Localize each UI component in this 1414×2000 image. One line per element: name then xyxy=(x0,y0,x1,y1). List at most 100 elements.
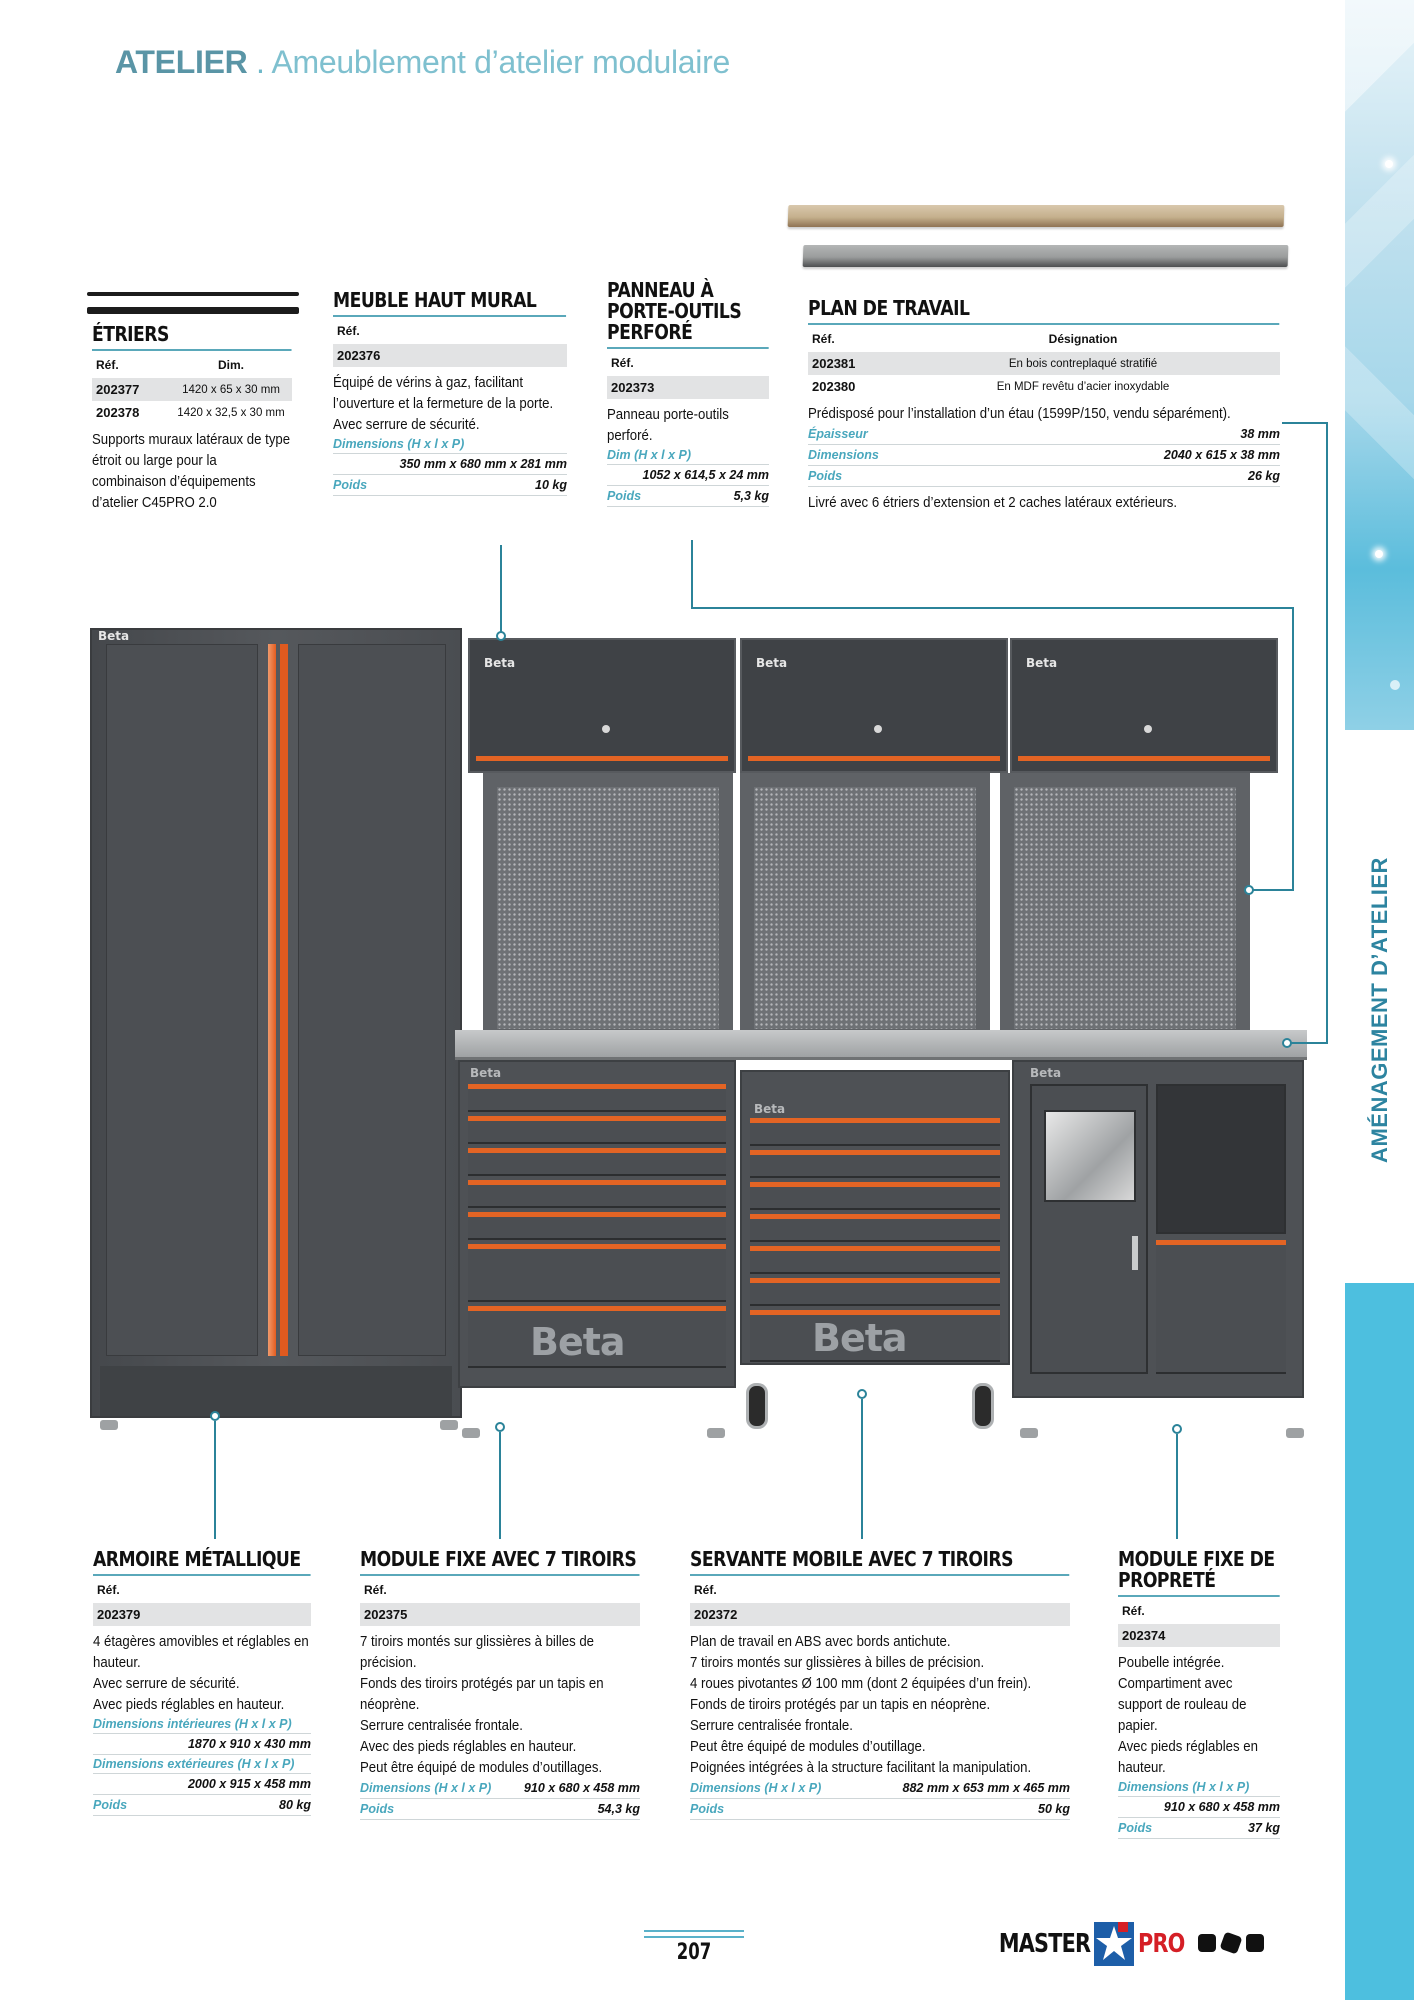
brand-squares-icon xyxy=(1198,1931,1264,1955)
dimensions-value: 1052 x 614,5 x 24 mm xyxy=(607,465,769,486)
armoire-handle-stripe xyxy=(280,644,288,1356)
product-module-fixe-7-tiroirs: MODULE FIXE AVEC 7 TIROIRS Réf. 202375 7… xyxy=(360,1549,640,1820)
product-description: Panneau porte-outils perforé. xyxy=(607,406,729,444)
connector-line xyxy=(1282,422,1328,424)
dimensions-label: Dimensions (H x l x P) xyxy=(1118,1778,1280,1797)
product-servante-mobile: SERVANTE MOBILE AVEC 7 TIROIRS Réf. 2023… xyxy=(690,1549,1070,1820)
armoire-plinth xyxy=(100,1366,452,1416)
page-title-section: ATELIER xyxy=(115,44,248,80)
connector-node xyxy=(1244,885,1254,895)
sidebar-section-label: AMÉNAGEMENT D’ATELIER xyxy=(1366,857,1392,1163)
ref-value: 202372 xyxy=(690,1603,1070,1626)
masterpro-logo: MASTER PRO xyxy=(976,1922,1196,1966)
product-description: Poubelle intégrée. Compartiment avec sup… xyxy=(1118,1654,1258,1776)
page-number-decoration xyxy=(644,1930,744,1938)
product-meuble-haut-mural: MEUBLE HAUT MURAL Réf. 202376 Équipé de … xyxy=(333,290,567,496)
weight-label: Poids xyxy=(690,1802,725,1816)
product-title: MODULE FIXE AVEC 7 TIROIRS xyxy=(360,1549,640,1576)
product-armoire-metallique: ARMOIRE MÉTALLIQUE Réf. 202379 4 étagère… xyxy=(93,1549,311,1816)
ref-value: 202378 xyxy=(96,405,140,420)
connector-line xyxy=(1292,607,1294,891)
weight-row: Poids 5,3 kg xyxy=(607,486,769,507)
connector-line xyxy=(1176,1434,1178,1539)
product-description: Plan de travail en ABS avec bords antich… xyxy=(690,1633,1032,1776)
connector-line xyxy=(861,1399,863,1539)
lock-icon xyxy=(602,725,610,733)
caster-wheel xyxy=(746,1383,768,1429)
page-title: ATELIER . Ameublement d’atelier modulair… xyxy=(115,44,730,81)
weight-value: 80 kg xyxy=(279,1798,311,1812)
connector-node xyxy=(857,1389,867,1399)
cleaning-module-image: Beta xyxy=(1012,1060,1304,1398)
product-description: 7 tiroirs montés sur glissières à billes… xyxy=(360,1633,604,1776)
weight-row: Poids 50 kg xyxy=(690,1799,1070,1820)
product-title: MODULE FIXE DE PROPRETÉ xyxy=(1118,1549,1280,1597)
weight-label: Poids xyxy=(360,1802,395,1816)
dimensions-label: Dimensions (H x l x P) xyxy=(690,1781,822,1795)
pegboard-image xyxy=(483,773,733,1043)
dimensions-value: 882 mm x 653 mm x 465 mm xyxy=(902,1781,1070,1795)
column-header-ref: Réf. xyxy=(812,332,835,346)
open-compartment xyxy=(1156,1084,1286,1234)
pegboard-image xyxy=(1000,773,1250,1043)
product-plan-de-travail: PLAN DE TRAVAIL Réf. Désignation 202381 … xyxy=(808,298,1280,513)
connector-node xyxy=(210,1411,220,1421)
weight-value: 50 kg xyxy=(1038,1802,1070,1816)
table-row: 202380 En MDF revêtu d’acier inoxydable xyxy=(808,375,1280,398)
connector-line xyxy=(691,540,693,608)
brand-pro: PRO xyxy=(1138,1929,1185,1959)
cabinet-door xyxy=(1030,1084,1148,1374)
product-title: ARMOIRE MÉTALLIQUE xyxy=(93,1549,311,1576)
armoire-right-door xyxy=(298,644,446,1356)
column-header-designation: Désignation xyxy=(1048,332,1118,346)
wall-cabinet-image: Beta xyxy=(1010,638,1278,773)
designation-value: En bois contreplaqué stratifié xyxy=(886,352,1280,375)
dim-value: 1420 x 32,5 x 30 mm xyxy=(177,406,285,419)
armoire-cabinet-image: Beta xyxy=(90,628,462,1418)
product-title: PANNEAU À PORTE-OUTILS PERFORÉ xyxy=(607,280,769,349)
ref-value: 202376 xyxy=(333,344,567,367)
dimensions-interior-label: Dimensions intérieures (H x l x P) xyxy=(93,1715,311,1734)
ref-label: Réf. xyxy=(97,1583,120,1597)
connector-line xyxy=(691,607,1293,609)
connector-node xyxy=(496,631,506,641)
dimensions-row: Dimensions (H x l x P) 882 mm x 653 mm x… xyxy=(690,1778,1070,1799)
weight-row: Poids 80 kg xyxy=(93,1795,311,1816)
weight-label: Poids xyxy=(93,1798,128,1812)
ref-label: Réf. xyxy=(364,1583,387,1597)
weight-label: Poids xyxy=(333,478,368,492)
dimensions-value: 350 mm x 680 mm x 281 mm xyxy=(333,454,567,475)
ref-value: 202380 xyxy=(812,379,856,394)
beta-logo-large: Beta xyxy=(812,1316,908,1360)
worktop-steel-image xyxy=(802,245,1289,267)
column-header-ref: Réf. xyxy=(96,358,119,372)
ref-table: Réf. Dim. 202377 1420 x 65 x 30 mm 20237… xyxy=(92,351,292,424)
product-etriers: ÉTRIERS Réf. Dim. 202377 1420 x 65 x 30 … xyxy=(92,324,292,513)
weight-label: Poids xyxy=(607,489,642,503)
connector-line xyxy=(1252,889,1294,891)
lock-icon xyxy=(874,725,882,733)
connector-line xyxy=(499,1432,501,1539)
sidebar-decorative-pattern xyxy=(1345,0,1414,730)
worktop-wood-image xyxy=(787,205,1285,227)
sparkle-icon xyxy=(1390,680,1400,690)
product-description: 4 étagères amovibles et réglables en hau… xyxy=(93,1633,309,1713)
page-number: 207 xyxy=(676,1940,712,1965)
weight-value: 54,3 kg xyxy=(597,1802,640,1816)
connector-line xyxy=(214,1421,216,1539)
door-handle xyxy=(1132,1236,1138,1270)
worktop-image xyxy=(455,1030,1307,1060)
sparkle-icon xyxy=(1375,550,1383,558)
product-title: SERVANTE MOBILE AVEC 7 TIROIRS xyxy=(690,1549,1070,1576)
table-row: 202378 1420 x 32,5 x 30 mm xyxy=(92,401,292,424)
spec-row-thickness: Épaisseur 38 mm xyxy=(808,424,1280,445)
ref-label: Réf. xyxy=(694,1583,717,1597)
etrier-wide-image xyxy=(87,307,299,314)
ref-value: 202377 xyxy=(92,378,170,401)
wall-cabinet-image: Beta xyxy=(740,638,1008,773)
etrier-narrow-image xyxy=(87,292,299,296)
ref-value: 202375 xyxy=(360,1603,640,1626)
sparkle-icon xyxy=(1385,160,1393,168)
ref-label: Réf. xyxy=(337,324,360,338)
caster-wheel xyxy=(972,1383,994,1429)
